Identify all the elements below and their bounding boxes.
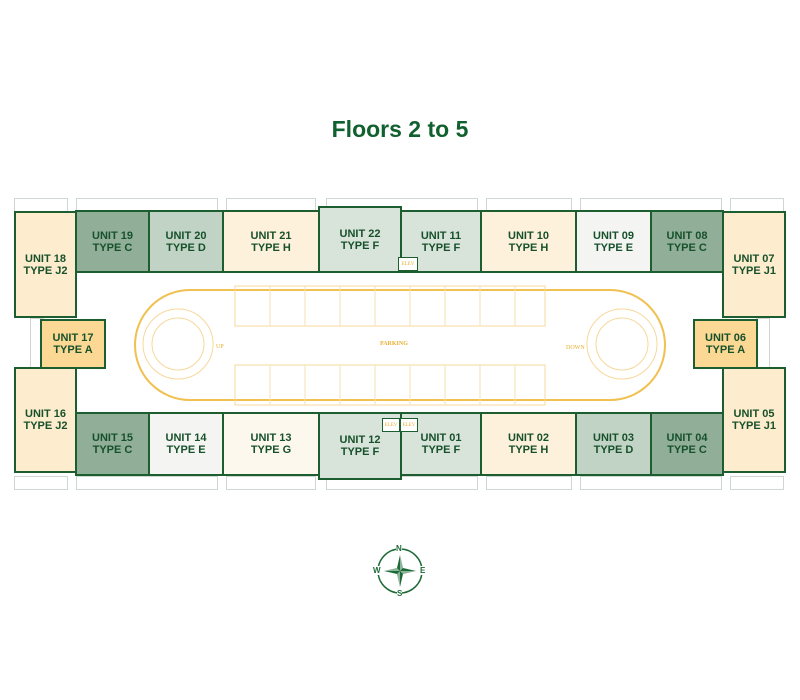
unit-number: UNIT 18	[25, 252, 66, 265]
unit-type: TYPE C	[667, 444, 707, 456]
unit-type: TYPE E	[593, 241, 634, 254]
unit-number: UNIT 02	[508, 432, 549, 444]
unit-number: UNIT 05	[733, 408, 775, 420]
unit-number: UNIT 21	[250, 229, 292, 242]
compass-east: E	[420, 566, 426, 575]
unit-type: TYPE J1	[731, 420, 777, 432]
balcony	[76, 476, 218, 490]
unit-number: UNIT 14	[165, 432, 207, 444]
unit-number: UNIT 12	[339, 434, 381, 446]
ramp-down-label: DOWN	[566, 345, 585, 351]
unit-type: TYPE A	[705, 344, 746, 356]
unit-number: UNIT 04	[666, 432, 708, 444]
unit-number: UNIT 07	[733, 252, 775, 265]
elevator: ELEV	[382, 418, 400, 432]
unit-number: UNIT 19	[92, 229, 133, 242]
unit-number: UNIT 16	[25, 408, 66, 420]
unit-type: TYPE D	[593, 444, 634, 456]
unit-number: UNIT 13	[250, 432, 292, 444]
unit-type: TYPE J2	[23, 264, 68, 277]
unit-type: TYPE J2	[23, 420, 68, 432]
unit-number: UNIT 20	[165, 229, 207, 242]
elevator: ELEV	[398, 257, 418, 271]
unit-type: TYPE C	[667, 241, 707, 254]
compass-rose-icon: N E S W	[372, 543, 428, 599]
balcony	[486, 476, 572, 490]
compass-north: N	[396, 544, 402, 553]
unit-number: UNIT 10	[508, 229, 549, 242]
unit-number: UNIT 22	[339, 227, 381, 240]
parking-label: PARKING	[380, 341, 408, 347]
unit-type: TYPE H	[508, 444, 549, 456]
unit-type: TYPE J1	[731, 264, 777, 277]
unit-type: TYPE F	[421, 241, 461, 254]
unit-type: TYPE G	[250, 444, 292, 456]
balcony	[730, 476, 784, 490]
unit-number: UNIT 06	[705, 332, 746, 344]
unit-type: TYPE A	[53, 344, 93, 356]
unit-type: TYPE E	[166, 444, 206, 456]
unit-number: UNIT 01	[420, 432, 462, 444]
unit-number: UNIT 08	[666, 229, 708, 242]
unit-type: TYPE F	[340, 239, 380, 252]
compass-west: W	[373, 566, 381, 575]
unit-type: TYPE C	[92, 444, 133, 456]
unit-type: TYPE F	[421, 444, 461, 456]
unit-type: TYPE C	[92, 241, 133, 254]
unit-number: UNIT 09	[593, 229, 634, 242]
unit-number: UNIT 17	[52, 332, 94, 344]
balcony	[580, 476, 722, 490]
ramp-up-label: UP	[216, 344, 224, 350]
unit-type: TYPE H	[251, 241, 291, 254]
unit-number: UNIT 15	[92, 432, 133, 444]
unit-number: UNIT 11	[420, 229, 462, 242]
unit-type: TYPE H	[508, 241, 549, 254]
balcony	[14, 476, 68, 490]
elevator: ELEV	[400, 418, 418, 432]
balcony	[226, 476, 316, 490]
unit-type: TYPE D	[166, 241, 206, 254]
page-title: Floors 2 to 5	[331, 116, 469, 142]
compass-south: S	[397, 589, 403, 598]
unit-type: TYPE F	[340, 446, 380, 458]
unit-number: UNIT 03	[593, 432, 634, 444]
